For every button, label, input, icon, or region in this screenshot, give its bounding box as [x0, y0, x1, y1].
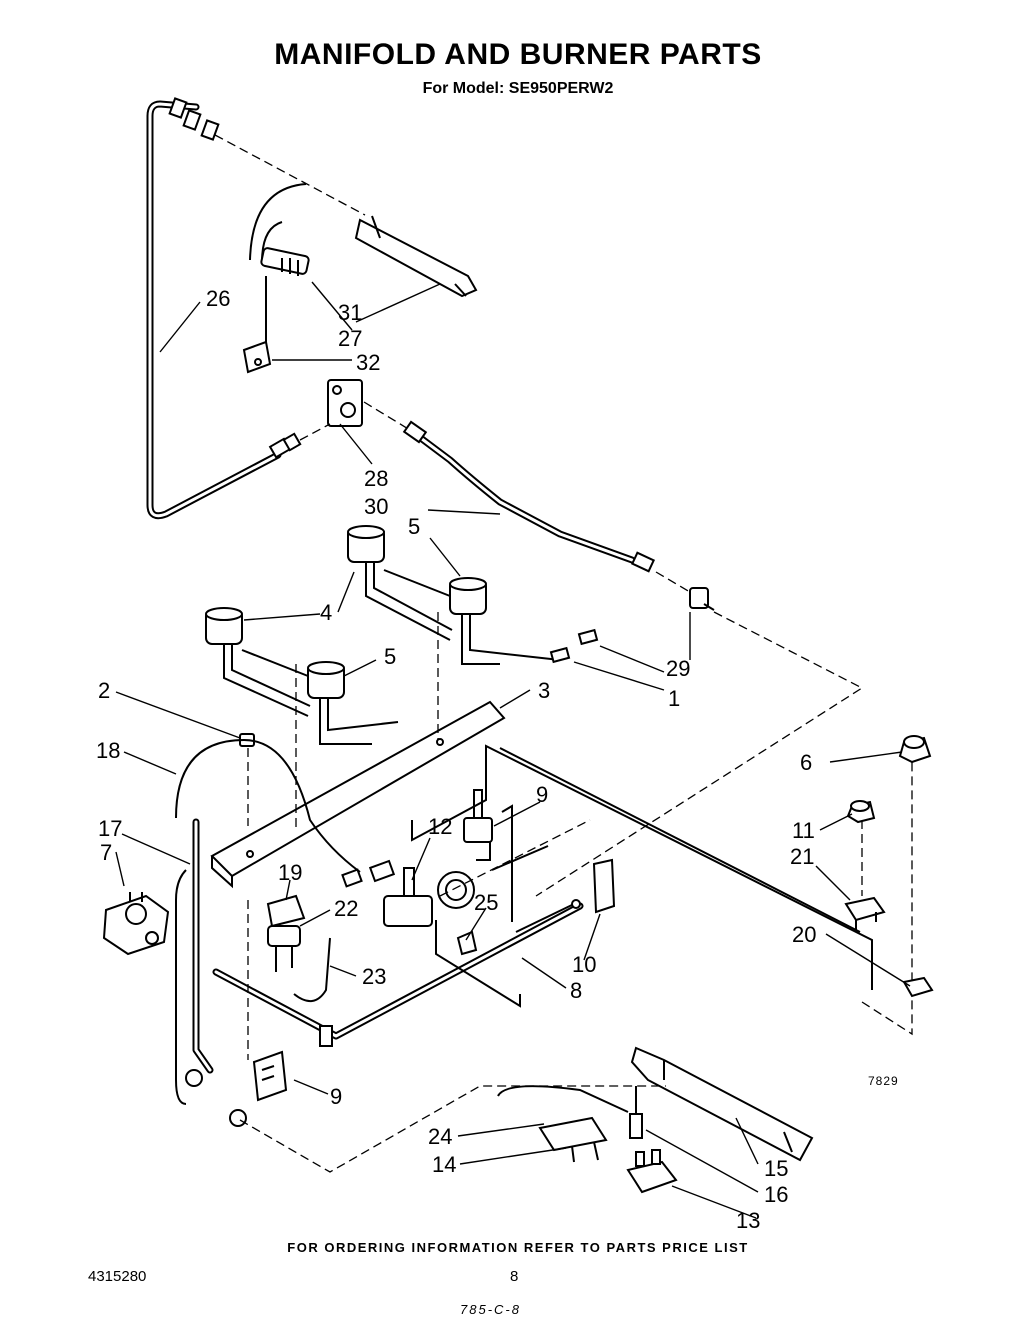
callout-6: 6 — [800, 750, 812, 775]
oven-gas-tube — [146, 97, 302, 520]
callout-8: 8 — [570, 978, 582, 1003]
callout-21: 20 — [792, 922, 816, 947]
callout-12: 11 — [792, 818, 815, 843]
connection-paths — [439, 611, 913, 1036]
right-rail — [411, 744, 873, 990]
callout-13: 12 — [428, 814, 452, 839]
broil-burner — [214, 134, 478, 298]
callout-33: 32 — [356, 350, 380, 375]
oven-valve — [299, 379, 411, 441]
callout-18: 17 — [98, 816, 122, 841]
callout-3: 3 — [538, 678, 550, 703]
callout-1: 1 — [668, 686, 680, 711]
igniter-assembly — [242, 183, 310, 374]
callout-16: 15 — [764, 1156, 788, 1181]
callout-2: 2 — [98, 678, 110, 703]
callout-10: 9 — [330, 1084, 342, 1109]
callout-23: 22 — [334, 896, 358, 921]
leader-lines — [115, 281, 911, 1219]
page-number: 8 — [510, 1268, 519, 1285]
manifold-bracket — [210, 612, 506, 889]
manifold-pipe — [185, 818, 584, 1127]
pressure-regulator — [102, 892, 170, 956]
callout-14: 13 — [736, 1208, 760, 1233]
page-title: MANIFOLD AND BURNER PARTS — [274, 38, 762, 71]
manifold-wire — [175, 738, 396, 1105]
mounting-bracket — [247, 900, 288, 1102]
callout-27: 26 — [206, 286, 230, 311]
callout-labels: 26 31 27 32 28 30 5 4 5 29 1 2 3 18 6 9 … — [96, 286, 816, 1233]
callout-22: 21 — [790, 844, 814, 869]
ordering-note: FOR ORDERING INFORMATION REFER TO PARTS … — [287, 1240, 749, 1255]
callout-26: 25 — [474, 890, 498, 915]
tube-fittings — [168, 97, 302, 459]
callout-29: 28 — [364, 466, 388, 491]
footer-code: 785-C-8 — [460, 1302, 521, 1317]
callout-15: 14 — [432, 1152, 456, 1177]
control-bracket — [266, 894, 331, 1002]
callout-17: 16 — [764, 1182, 788, 1207]
document-number: 4315280 — [88, 1268, 147, 1285]
callout-9: 9 — [536, 782, 548, 807]
control-knobs — [844, 735, 934, 998]
callout-25: 24 — [428, 1124, 452, 1149]
callout-7: 7 — [100, 840, 112, 865]
callout-31: 30 — [364, 494, 388, 519]
oven-sensor — [515, 858, 616, 933]
mounting-screw — [239, 733, 255, 826]
callout-32: 31 — [338, 300, 362, 325]
callout-19: 18 — [96, 738, 120, 763]
figure-code: 7829 — [868, 1074, 899, 1088]
callout-4: 4 — [320, 600, 332, 625]
callout-24: 23 — [362, 964, 386, 989]
callout-20: 19 — [278, 860, 302, 885]
callout-30: 29 — [666, 656, 690, 681]
burner-supply-tube — [402, 420, 715, 611]
front-burner-pair — [205, 607, 399, 745]
oven-burner-assembly — [239, 1046, 814, 1194]
callout-28: 27 — [338, 326, 362, 351]
callout-11: 10 — [572, 952, 596, 977]
callout-5-front: 5 — [384, 644, 396, 669]
safety-valve — [383, 867, 521, 1008]
model-subtitle: For Model: SE950PERW2 — [422, 80, 614, 97]
callout-5-rear: 5 — [408, 514, 420, 539]
rear-burner-pair — [347, 525, 599, 665]
